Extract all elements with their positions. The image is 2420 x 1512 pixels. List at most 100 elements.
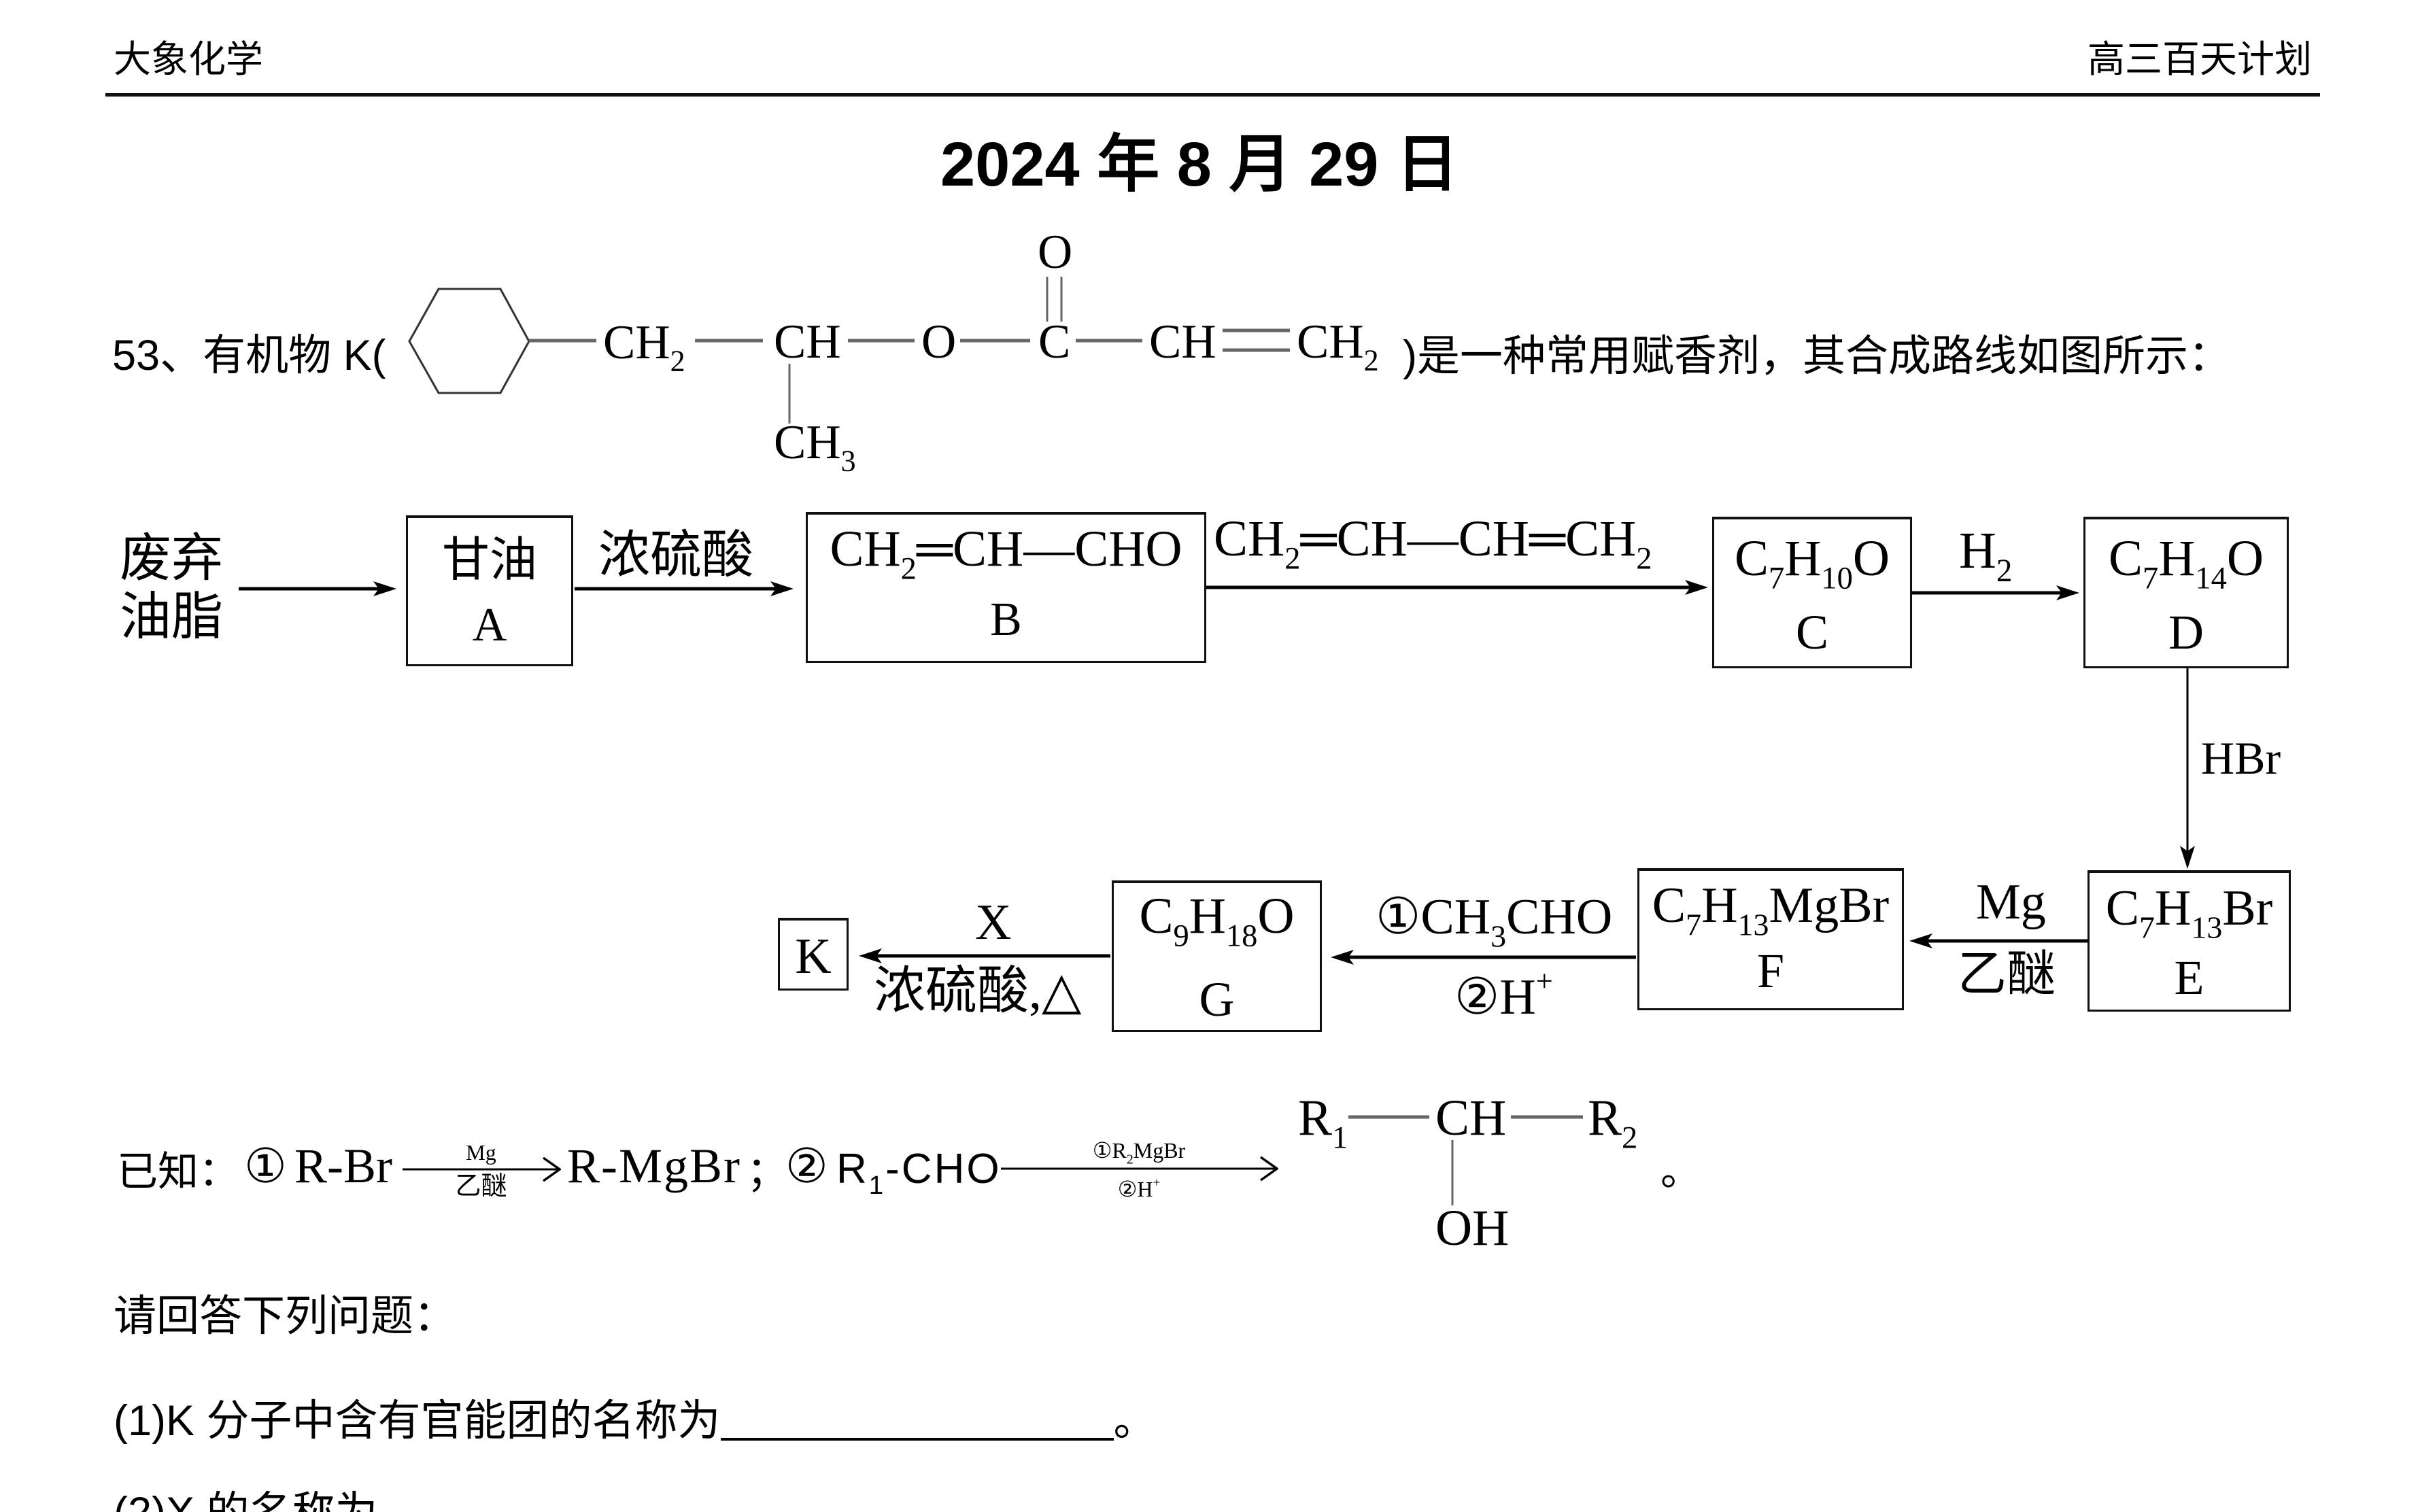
- header-right-series: 高三百天计划: [2087, 38, 2312, 80]
- formula-subscript: 13: [2191, 910, 2223, 945]
- formula-superscript: +: [1153, 1175, 1161, 1190]
- formula-subscript: 7: [2142, 561, 2159, 596]
- compound-box-d: C7H14O D: [2083, 517, 2289, 668]
- product-r1: R1: [1298, 1093, 1348, 1154]
- condition-d-to-e: HBr: [2201, 732, 2281, 784]
- formula-text: R: [1588, 1090, 1622, 1146]
- formula-subscript: 2: [670, 344, 685, 378]
- condition-g-to-k-above: X: [975, 895, 1012, 950]
- compound-c-formula: C7H10O: [1714, 530, 1910, 594]
- formula-text: ①CH: [1376, 889, 1491, 945]
- compound-a-label: A: [472, 599, 507, 651]
- known-r2-marker: ②: [785, 1141, 828, 1193]
- compound-k-label: K: [795, 929, 832, 984]
- header-left-brand: 大象化学: [114, 38, 264, 80]
- formula-text: O: [1038, 226, 1073, 279]
- question-1-text: (1)K 分子中含有官能团的名称为: [114, 1397, 721, 1445]
- k-atom-ch: CH: [774, 318, 841, 366]
- k-atom-ch2: CH2: [603, 316, 685, 376]
- formula-subscript: 7: [1768, 561, 1785, 596]
- formula-subscript: 2: [1996, 553, 2013, 589]
- known-r1-marker: ①: [244, 1141, 287, 1193]
- condition-b-to-c: CH2═CH—CH═CH2: [1214, 513, 1652, 574]
- formula-text: ①R: [1092, 1138, 1127, 1163]
- start-material-line-1: 废弃: [120, 530, 223, 587]
- known-r2-condition-above: ①R2MgBr: [1001, 1138, 1277, 1166]
- compound-box-e: C7H13Br E: [2087, 870, 2291, 1012]
- condition-g-to-k-below: 浓硫酸,△: [874, 963, 1082, 1020]
- formula-text: O: [1852, 530, 1890, 587]
- formula-text: MgBr: [1133, 1138, 1186, 1163]
- product-oh: OH: [1435, 1200, 1510, 1256]
- formula-text: H: [2154, 880, 2192, 936]
- compound-f-formula: C7H13MgBr: [1639, 878, 1902, 940]
- formula-text: O: [921, 315, 957, 368]
- formula-subscript: 2: [1126, 1152, 1134, 1167]
- page-title-date: 2024 年 8 月 29 日: [940, 130, 1459, 199]
- formula-text: H: [1784, 530, 1822, 587]
- formula-text: ②H: [1117, 1177, 1153, 1201]
- known-label: 已知：: [117, 1149, 239, 1195]
- known-end-period: 。: [1660, 1148, 1701, 1194]
- formula-text: H: [1189, 888, 1226, 944]
- formula-text: CH: [1149, 315, 1216, 368]
- known-r1-reactant: R-Br: [294, 1139, 392, 1193]
- formula-text: ═CH—CHO: [916, 521, 1182, 577]
- formula-text: C: [2108, 530, 2143, 587]
- question-intro-prefix: 53、有机物 K(: [112, 332, 386, 379]
- formula-subscript: 18: [1225, 918, 1258, 954]
- compound-d-label: D: [2168, 605, 2204, 659]
- k-atom-c-carbonyl: C: [1038, 318, 1070, 366]
- questions-prompt: 请回答下列问题：: [114, 1292, 456, 1340]
- condition-a-to-b: 浓硫酸: [598, 527, 753, 584]
- formula-text: MgBr: [1769, 878, 1890, 933]
- formula-text: CH: [603, 316, 670, 369]
- k-atom-ch2-vinyl: CH2: [1297, 318, 1379, 375]
- question-2-text: (2)X 的名称为: [114, 1489, 378, 1512]
- formula-subscript: 13: [1737, 907, 1769, 942]
- formula-text: -CHO: [885, 1146, 1002, 1192]
- formula-subscript: 7: [2139, 910, 2155, 945]
- formula-text: CH: [830, 521, 901, 577]
- formula-text: H: [1959, 522, 1996, 579]
- start-material-line-2: 油脂: [120, 589, 223, 646]
- formula-subscript: 10: [1821, 561, 1853, 596]
- formula-text: CH: [774, 315, 841, 368]
- known-r2-condition-below: ②H+: [1001, 1175, 1277, 1201]
- formula-text: H: [1701, 878, 1738, 933]
- formula-subscript: 7: [1686, 907, 1702, 942]
- compound-g-label: G: [1199, 972, 1235, 1027]
- compound-d-formula: C7H14O: [2085, 530, 2287, 594]
- formula-subscript: 2: [1284, 541, 1301, 577]
- formula-subscript: 2: [900, 551, 917, 587]
- compound-box-f: C7H13MgBr F: [1637, 868, 1904, 1010]
- cyclohexane-ring: [408, 288, 530, 394]
- k-atom-o-ester: O: [921, 318, 956, 366]
- k-atom-o-carbonyl: O: [1038, 228, 1072, 277]
- formula-superscript: +: [1535, 963, 1553, 998]
- formula-text: CH: [774, 416, 841, 469]
- formula-text: H: [2158, 530, 2196, 587]
- header-rule: [105, 93, 2320, 97]
- question-2: (2)X 的名称为: [114, 1492, 378, 1512]
- formula-subscript: 2: [1622, 1120, 1638, 1156]
- question-1: (1)K 分子中含有官能团的名称为 。: [114, 1395, 1157, 1443]
- formula-subscript: 2: [1363, 343, 1379, 377]
- compound-c-label: C: [1795, 605, 1829, 659]
- compound-box-g: C9H18O G: [1112, 880, 1322, 1032]
- formula-text: C: [1139, 888, 1174, 944]
- compound-f-label: F: [1756, 944, 1785, 998]
- condition-e-to-f-above: Mg: [1976, 874, 2046, 930]
- question-1-answer-blank: [720, 1395, 1114, 1441]
- formula-text: O: [2226, 530, 2264, 587]
- condition-c-to-d: H2: [1959, 522, 2012, 587]
- known-separator: ；: [747, 1149, 787, 1195]
- formula-text: Br: [2222, 880, 2273, 936]
- formula-subscript: 14: [2195, 561, 2227, 596]
- formula-text: O: [1257, 888, 1295, 944]
- formula-subscript: 3: [840, 444, 856, 478]
- question-1-end: 。: [1113, 1397, 1157, 1445]
- known-r2-reactant: R1-CHO: [836, 1146, 1002, 1199]
